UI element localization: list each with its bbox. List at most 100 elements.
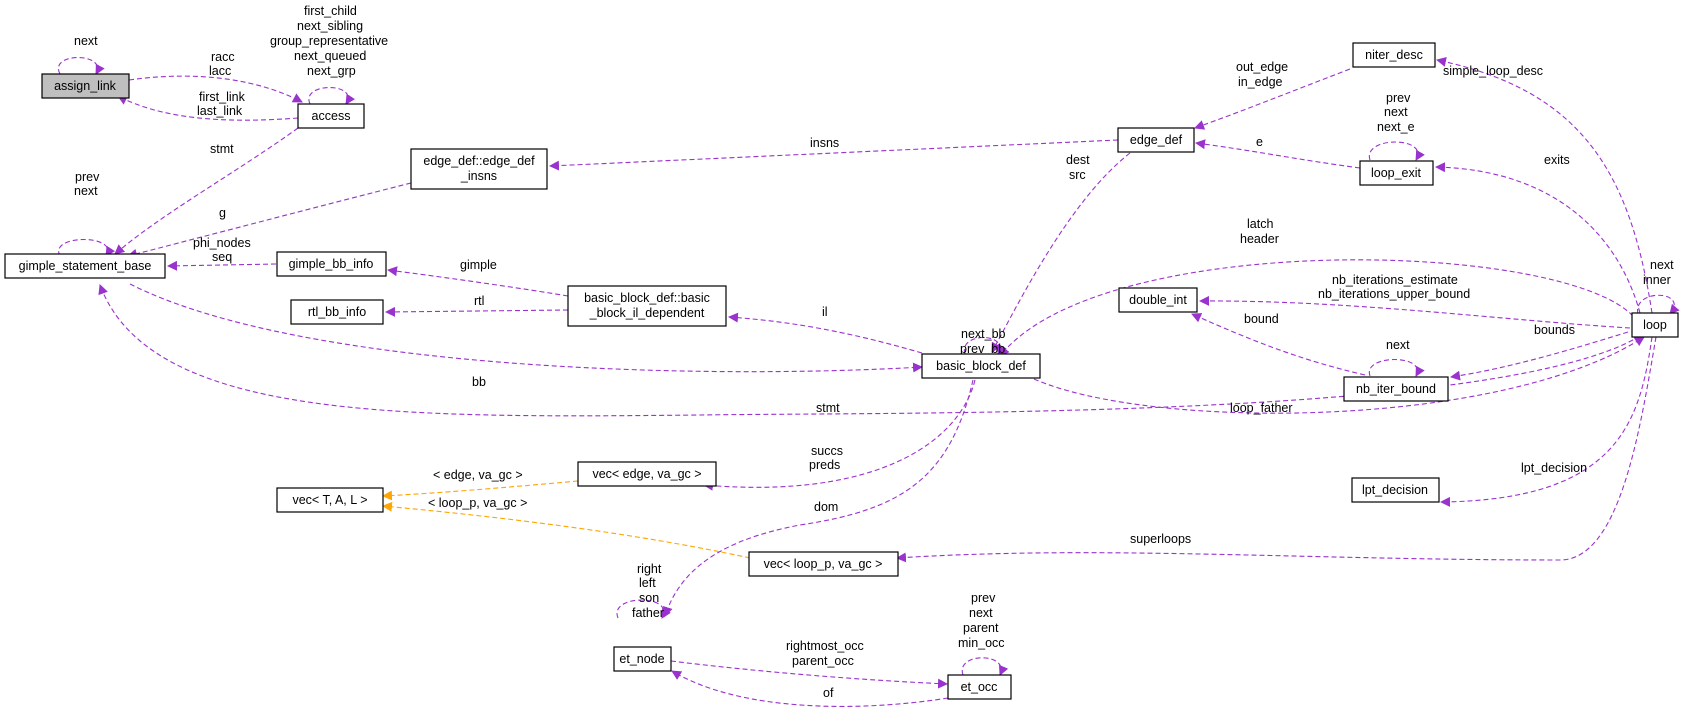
label-in-edge: in_edge	[1238, 75, 1283, 89]
edge-dest-src	[991, 152, 1131, 353]
edge-exits	[1435, 162, 1641, 314]
edge-superloops	[896, 336, 1657, 563]
label-loop-father: loop_father	[1230, 401, 1293, 415]
node-vec-loop-p[interactable]: vec< loop_p, va_gc >	[748, 551, 899, 577]
edge-succs-preds	[703, 379, 976, 491]
node-loop-exit[interactable]: loop_exit	[1359, 160, 1434, 186]
label-rightmost-occ: rightmost_occ	[786, 639, 864, 653]
edges	[57, 56, 1680, 707]
label-latch: latch	[1247, 217, 1273, 231]
label-e: e	[1256, 135, 1263, 149]
label-insns: insns	[810, 136, 839, 150]
node-label: access	[312, 109, 351, 123]
label-nb-iterations-upper-bound: nb_iterations_upper_bound	[1318, 287, 1470, 301]
node-loop[interactable]: loop	[1631, 312, 1679, 338]
node-vec-edge[interactable]: vec< edge, va_gc >	[577, 461, 717, 487]
node-label: _block_il_dependent	[589, 306, 705, 320]
label-next-grp: next_grp	[307, 64, 356, 78]
label-le-next: next	[1384, 105, 1408, 119]
label-bb: bb	[472, 375, 486, 389]
label-last-link: last_link	[197, 104, 243, 118]
label-g: g	[219, 206, 226, 220]
edge-loop-father	[1033, 336, 1645, 414]
label-phi-nodes: phi_nodes	[193, 236, 251, 250]
label-gsb-prev: prev	[75, 170, 100, 184]
node-label: _insns	[460, 169, 497, 183]
label-tmpl-edge: < edge, va_gc >	[433, 468, 523, 482]
label-et-son: son	[639, 591, 659, 605]
edge-bounds	[1450, 331, 1629, 381]
label-nib-next: next	[1386, 338, 1410, 352]
node-label: vec< edge, va_gc >	[592, 467, 701, 481]
node-label: assign_link	[54, 79, 117, 93]
label-next-bb: next_bb	[961, 327, 1006, 341]
node-double-int[interactable]: double_int	[1118, 287, 1198, 313]
node-lpt-decision[interactable]: lpt_decision	[1351, 477, 1440, 503]
node-label: gimple_statement_base	[19, 259, 152, 273]
edge-bound	[1191, 313, 1366, 376]
label-next-sibling: next_sibling	[297, 19, 363, 33]
label-loop-inner: inner	[1643, 273, 1671, 287]
node-label: vec< loop_p, va_gc >	[764, 557, 883, 571]
label-nb-iterations-estimate: nb_iterations_estimate	[1332, 273, 1458, 287]
label-occ-parent: parent	[963, 621, 999, 635]
label-le-prev: prev	[1386, 91, 1411, 105]
node-label: vec< T, A, L >	[292, 493, 367, 507]
edge-nb-iterations	[1199, 295, 1631, 329]
edge-il	[728, 312, 923, 354]
edge-et-occ-self	[961, 657, 1009, 676]
label-loop-next: next	[1650, 258, 1674, 272]
edge-access-self	[308, 87, 356, 105]
edge-lpt-decision	[1440, 336, 1653, 507]
edge-rtl	[385, 306, 569, 317]
label-exits: exits	[1544, 153, 1570, 167]
label-il: il	[822, 305, 828, 319]
edge-out-in-edge	[1194, 68, 1351, 130]
label-group-representative: group_representative	[270, 34, 388, 48]
label-of: of	[823, 686, 834, 700]
node-et-node[interactable]: et_node	[613, 646, 672, 672]
edge-bb	[129, 283, 923, 373]
label-rtl: rtl	[474, 294, 484, 308]
node-label: edge_def	[1130, 133, 1183, 147]
node-label: lpt_decision	[1362, 483, 1428, 497]
edge-et-node-self	[616, 599, 671, 619]
label-next-queued: next_queued	[294, 49, 366, 63]
label-occ-next: next	[969, 606, 993, 620]
label-src: src	[1069, 168, 1086, 182]
node-gimple-statement-base[interactable]: gimple_statement_base	[4, 253, 166, 279]
label-prev-bb: prev_bb	[960, 342, 1005, 356]
edge-latch-header	[999, 259, 1634, 357]
node-bb-il-dependent[interactable]: basic_block_def::basic _block_il_depende…	[567, 285, 727, 327]
node-basic-block-def[interactable]: basic_block_def	[921, 353, 1041, 379]
node-et-occ[interactable]: et_occ	[947, 674, 1012, 700]
node-nb-iter-bound[interactable]: nb_iter_bound	[1343, 376, 1449, 402]
label-gsb-next: next	[74, 184, 98, 198]
edge-simple-loop-desc	[1436, 56, 1653, 314]
label-et-right: right	[637, 562, 662, 576]
edge-insns	[549, 139, 1119, 171]
edge-phi-seq	[167, 260, 277, 271]
label-succs: succs	[811, 444, 843, 458]
node-edge-def-insns[interactable]: edge_def::edge_def _insns	[410, 148, 548, 190]
node-label: et_occ	[961, 680, 998, 694]
edge-nib-self	[1368, 359, 1425, 377]
label-occ-prev: prev	[971, 591, 996, 605]
node-edge-def[interactable]: edge_def	[1117, 127, 1195, 153]
node-label: double_int	[1129, 293, 1187, 307]
node-vec-t-a-l[interactable]: vec< T, A, L >	[276, 487, 384, 513]
node-label: niter_desc	[1365, 48, 1423, 62]
edge-g	[127, 182, 412, 259]
edge-labels: next racc lacc first_link last_link firs…	[74, 4, 1674, 700]
node-rtl-bb-info[interactable]: rtl_bb_info	[290, 299, 384, 325]
edge-assign-link-next	[57, 57, 105, 75]
node-gimple-bb-info[interactable]: gimple_bb_info	[276, 251, 387, 277]
node-access[interactable]: access	[297, 103, 365, 129]
label-first-child: first_child	[304, 4, 357, 18]
node-niter-desc[interactable]: niter_desc	[1352, 42, 1436, 68]
label-dom: dom	[814, 500, 838, 514]
label-le-next-e: next_e	[1377, 120, 1415, 134]
node-assign-link[interactable]: assign_link	[41, 73, 130, 99]
node-label: rtl_bb_info	[308, 305, 366, 319]
edge-e	[1195, 139, 1361, 169]
